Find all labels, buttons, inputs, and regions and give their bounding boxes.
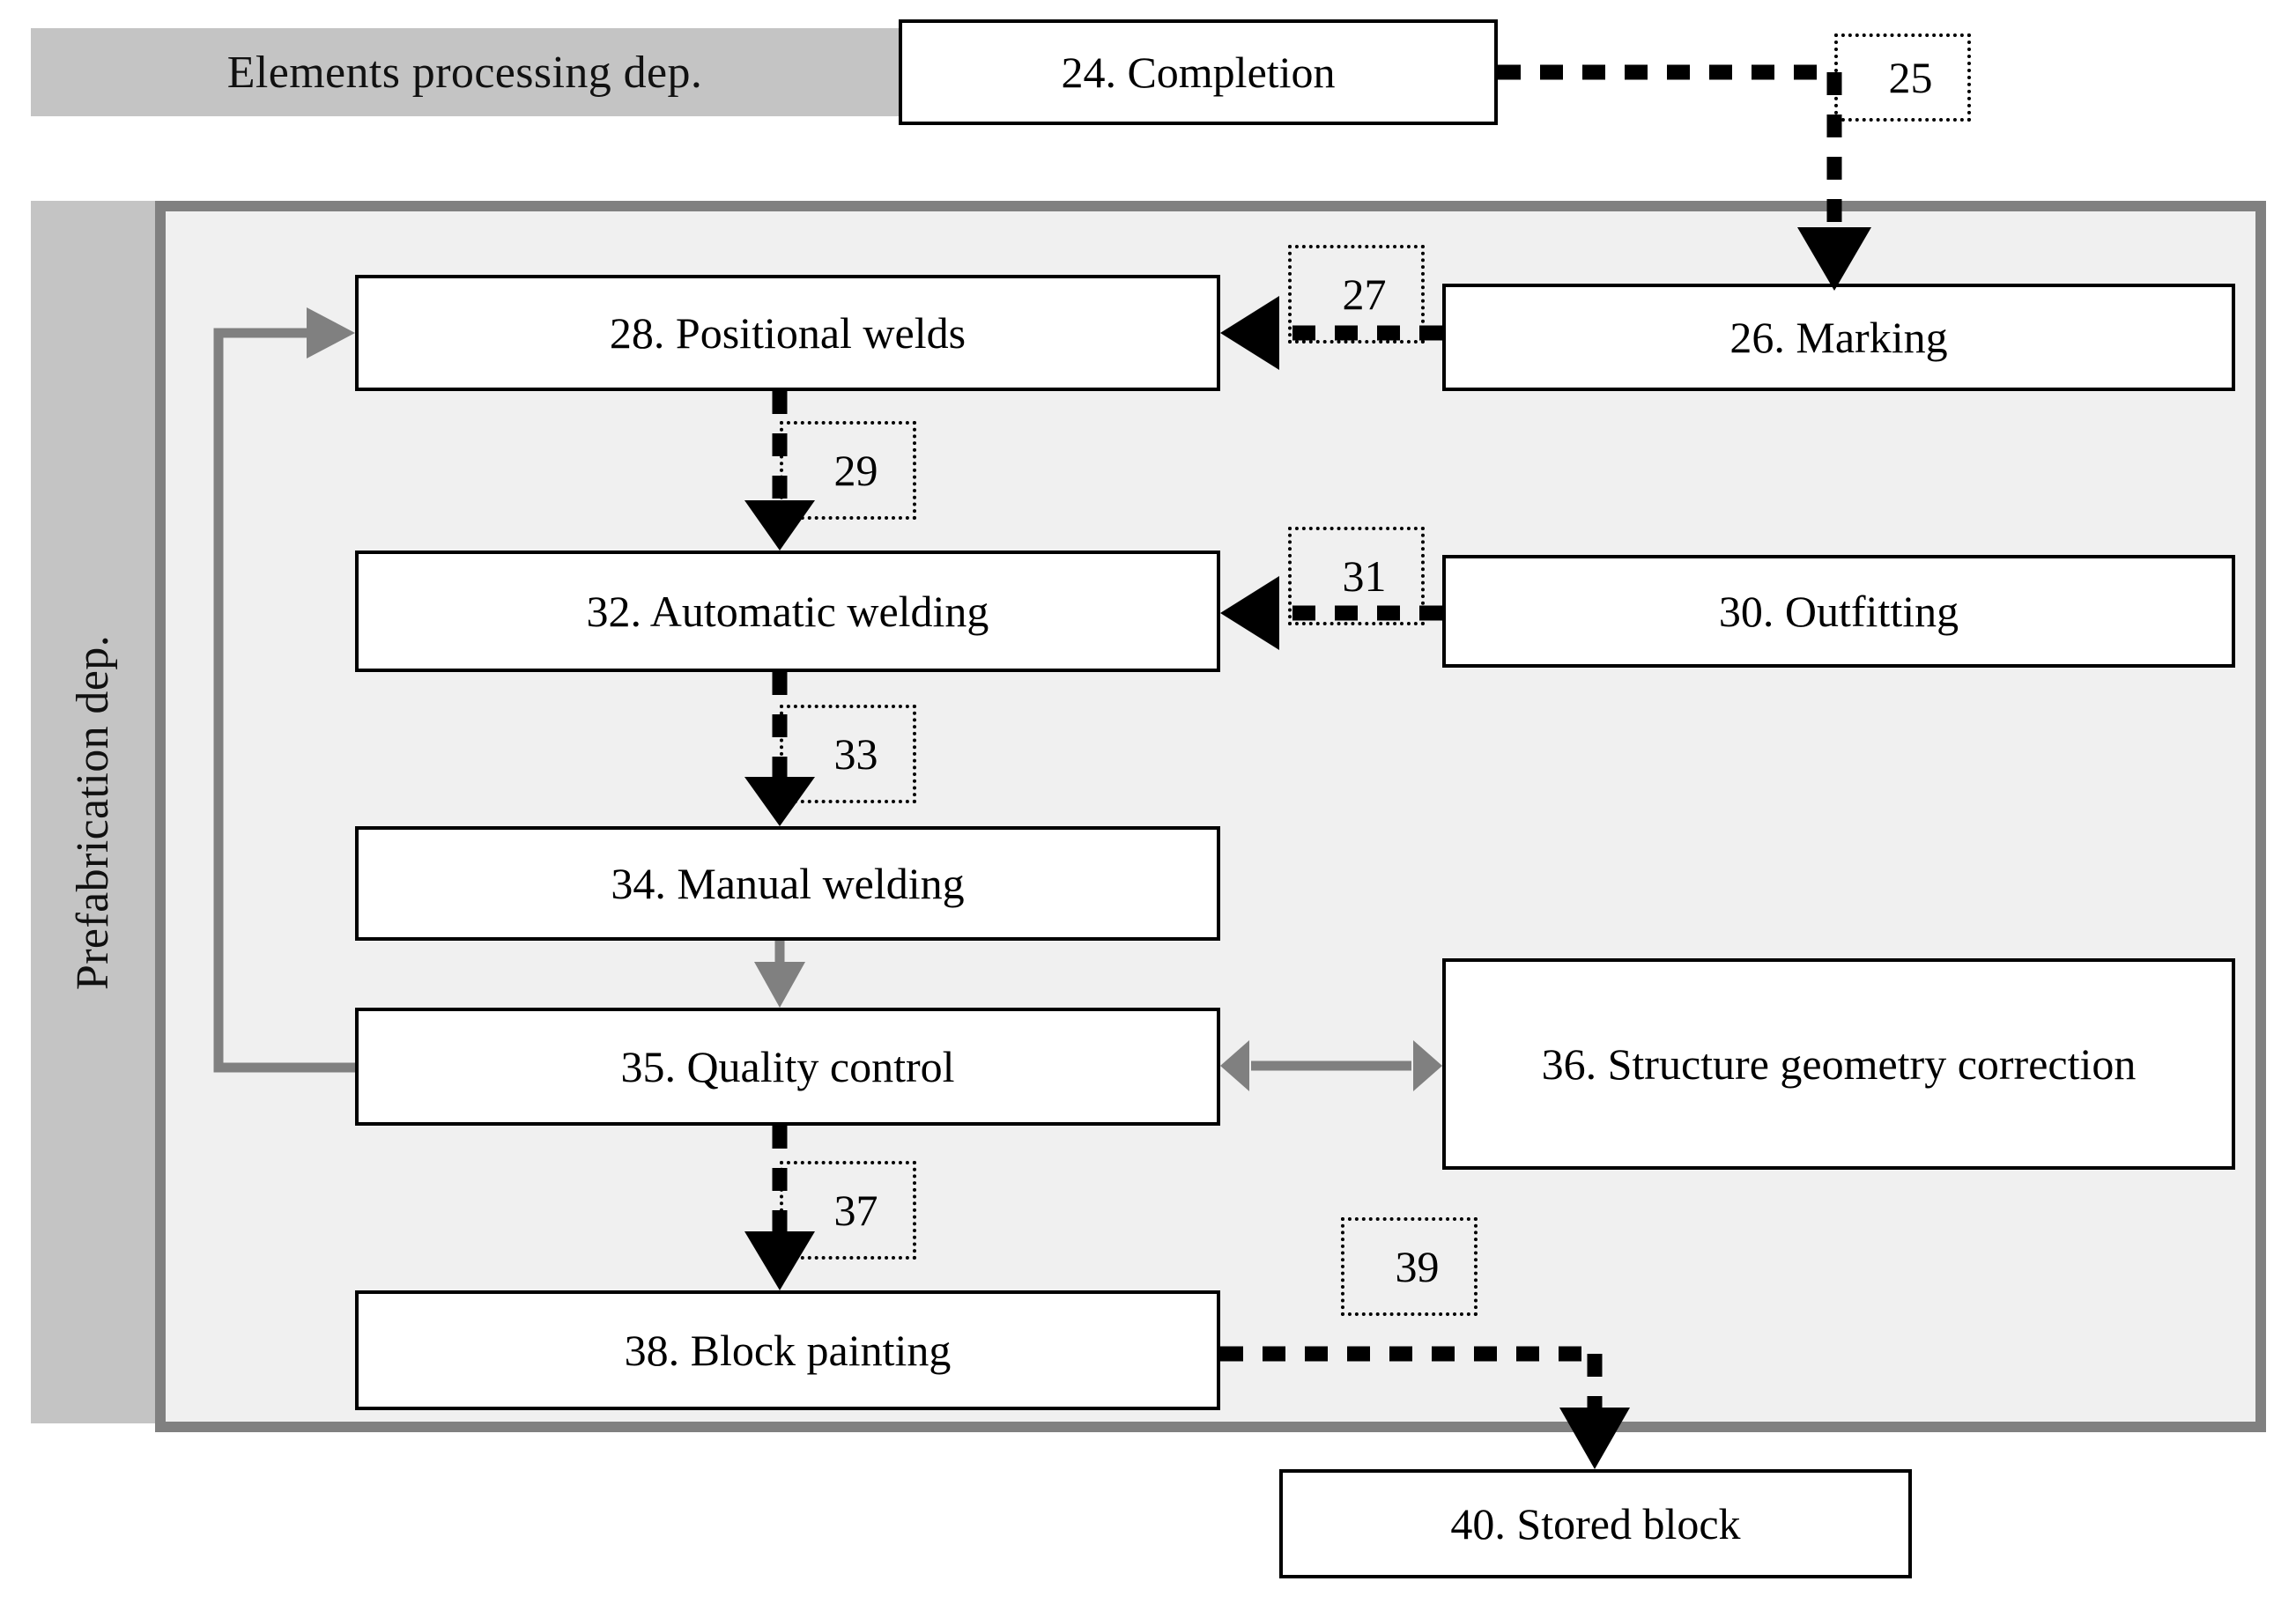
edge-tag-37: 37 bbox=[780, 1161, 916, 1260]
node-label: 26. Marking bbox=[1729, 312, 1948, 362]
node-label: 30. Outfitting bbox=[1718, 586, 1959, 636]
process-node-36-structure-geometry-correction[interactable]: 36. Structure geometry correction bbox=[1442, 958, 2235, 1170]
edge-tag-label: 31 bbox=[1342, 551, 1387, 601]
node-label: 34. Manual welding bbox=[611, 858, 965, 908]
edge-tag-31: 31 bbox=[1288, 527, 1425, 625]
process-node-38-block-painting[interactable]: 38. Block painting bbox=[355, 1290, 1220, 1410]
process-node-30-outfitting[interactable]: 30. Outfitting bbox=[1442, 555, 2235, 668]
process-node-28-positional-welds[interactable]: 28. Positional welds bbox=[355, 275, 1220, 391]
edge-tag-label: 33 bbox=[833, 729, 878, 779]
process-node-26-marking[interactable]: 26. Marking bbox=[1442, 284, 2235, 391]
node-label: 32. Automatic welding bbox=[586, 586, 989, 636]
edge-tag-label: 39 bbox=[1395, 1242, 1440, 1291]
edge-tag-label: 27 bbox=[1342, 270, 1387, 319]
edge-tag-label: 37 bbox=[833, 1186, 878, 1235]
process-node-35-quality-control[interactable]: 35. Quality control bbox=[355, 1008, 1220, 1126]
department-band-prefabrication: Prefabrication dep. bbox=[31, 201, 156, 1423]
edge-tag-25: 25 bbox=[1834, 33, 1971, 122]
department-band-elements-processing: Elements processing dep. bbox=[31, 28, 899, 116]
node-label: 28. Positional welds bbox=[609, 307, 967, 358]
edge-tag-27: 27 bbox=[1288, 245, 1425, 344]
process-node-40-stored-block[interactable]: 40. Stored block bbox=[1279, 1469, 1912, 1578]
edge-tag-33: 33 bbox=[780, 705, 916, 803]
edge-tag-label: 29 bbox=[833, 446, 878, 495]
node-label: 35. Quality control bbox=[620, 1041, 955, 1091]
node-label: 36. Structure geometry correction bbox=[1541, 1038, 2137, 1089]
edge-tag-label: 25 bbox=[1888, 53, 1933, 102]
process-node-32-automatic-welding[interactable]: 32. Automatic welding bbox=[355, 551, 1220, 672]
process-node-24-completion[interactable]: 24. Completion bbox=[899, 19, 1498, 125]
department-label-prefabrication: Prefabrication dep. bbox=[68, 634, 119, 990]
node-label: 40. Stored block bbox=[1450, 1498, 1741, 1548]
edge-tag-29: 29 bbox=[780, 421, 916, 520]
edge-tag-39: 39 bbox=[1341, 1217, 1478, 1316]
department-label-elements-processing: Elements processing dep. bbox=[226, 47, 703, 98]
node-label: 38. Block painting bbox=[624, 1325, 952, 1375]
process-node-34-manual-welding[interactable]: 34. Manual welding bbox=[355, 826, 1220, 941]
prefabrication-container bbox=[155, 201, 2266, 1432]
node-label: 24. Completion bbox=[1061, 47, 1336, 97]
